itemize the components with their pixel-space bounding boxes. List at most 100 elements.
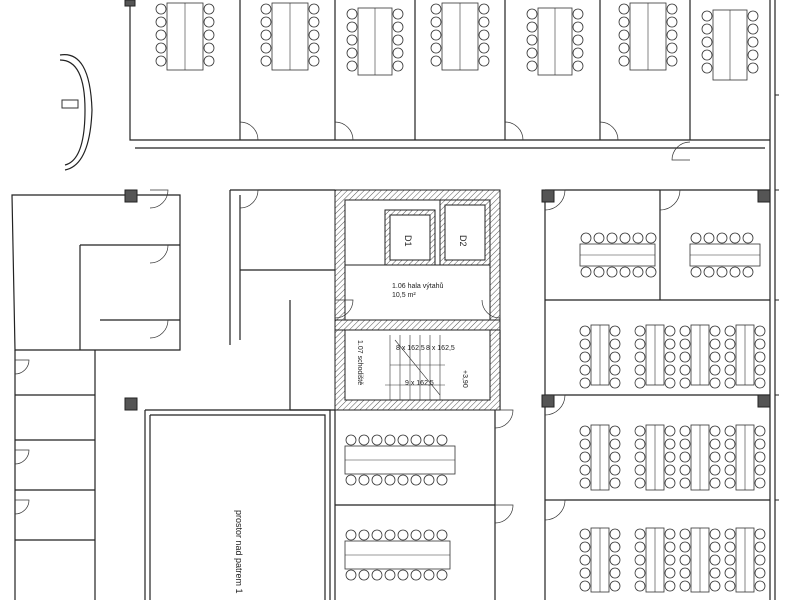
chair	[346, 60, 358, 72]
chair	[155, 16, 167, 28]
door-swing	[334, 121, 354, 141]
chair	[634, 451, 646, 463]
chair	[664, 364, 676, 376]
door-swing	[671, 141, 691, 161]
chair	[664, 425, 676, 437]
chair	[664, 528, 676, 540]
door-swing	[544, 189, 566, 211]
chair	[430, 29, 442, 41]
chair	[645, 266, 657, 278]
chair	[619, 232, 631, 244]
chair	[716, 266, 728, 278]
chair	[754, 464, 766, 476]
chair	[754, 338, 766, 350]
chair	[345, 434, 357, 446]
chair	[203, 16, 215, 28]
chair	[754, 451, 766, 463]
chair	[664, 451, 676, 463]
chair	[664, 554, 676, 566]
chair	[371, 434, 383, 446]
chair	[724, 477, 736, 489]
chair	[260, 3, 272, 15]
chair	[666, 16, 678, 28]
chair	[308, 55, 320, 67]
chair	[371, 474, 383, 486]
chair	[579, 425, 591, 437]
chair	[609, 364, 621, 376]
chair	[634, 567, 646, 579]
chair	[371, 569, 383, 581]
chair	[397, 569, 409, 581]
chair	[742, 266, 754, 278]
chair	[526, 8, 538, 20]
chair	[260, 29, 272, 41]
chair	[754, 477, 766, 489]
chair	[724, 554, 736, 566]
chair	[371, 529, 383, 541]
chair	[724, 580, 736, 592]
chair	[701, 23, 713, 35]
chair	[634, 528, 646, 540]
chair	[709, 464, 721, 476]
chair	[308, 16, 320, 28]
chair	[679, 377, 691, 389]
chair	[664, 325, 676, 337]
chair	[645, 232, 657, 244]
stair-flight-2: 8 x 162,5	[426, 345, 455, 352]
chair	[632, 232, 644, 244]
elevator-d1-label: D1	[403, 235, 413, 247]
chair	[634, 425, 646, 437]
chair	[430, 42, 442, 54]
chair	[436, 434, 448, 446]
chair	[436, 474, 448, 486]
chair	[709, 451, 721, 463]
doors	[14, 121, 691, 524]
chair	[392, 60, 404, 72]
chair	[609, 541, 621, 553]
chair	[260, 42, 272, 54]
chair	[709, 567, 721, 579]
chair	[579, 364, 591, 376]
chair	[579, 338, 591, 350]
void-room-label: prostor nad patrem 1	[234, 510, 244, 594]
chair	[392, 47, 404, 59]
door-swing	[239, 121, 259, 141]
chair	[397, 529, 409, 541]
chair	[747, 36, 759, 48]
chair	[526, 34, 538, 46]
chair	[609, 338, 621, 350]
chair	[634, 377, 646, 389]
furniture	[155, 2, 766, 593]
chair	[679, 438, 691, 450]
chair	[579, 438, 591, 450]
chair	[742, 232, 754, 244]
chair	[579, 464, 591, 476]
chair	[358, 474, 370, 486]
chair	[754, 325, 766, 337]
chair	[478, 3, 490, 15]
door-swing	[494, 409, 514, 429]
door-swing	[544, 394, 566, 416]
chair	[423, 569, 435, 581]
chair	[724, 541, 736, 553]
chair	[579, 541, 591, 553]
chair	[384, 529, 396, 541]
chair	[609, 451, 621, 463]
chair	[308, 3, 320, 15]
chair	[724, 325, 736, 337]
chair	[384, 569, 396, 581]
chair	[618, 16, 630, 28]
chair	[579, 377, 591, 389]
chair	[260, 16, 272, 28]
chair	[709, 541, 721, 553]
door-swing	[149, 244, 169, 264]
chair	[609, 580, 621, 592]
chair	[754, 438, 766, 450]
chair	[709, 554, 721, 566]
chair	[666, 42, 678, 54]
chair	[609, 477, 621, 489]
chair	[580, 266, 592, 278]
chair	[664, 464, 676, 476]
chair	[308, 42, 320, 54]
chair	[724, 338, 736, 350]
